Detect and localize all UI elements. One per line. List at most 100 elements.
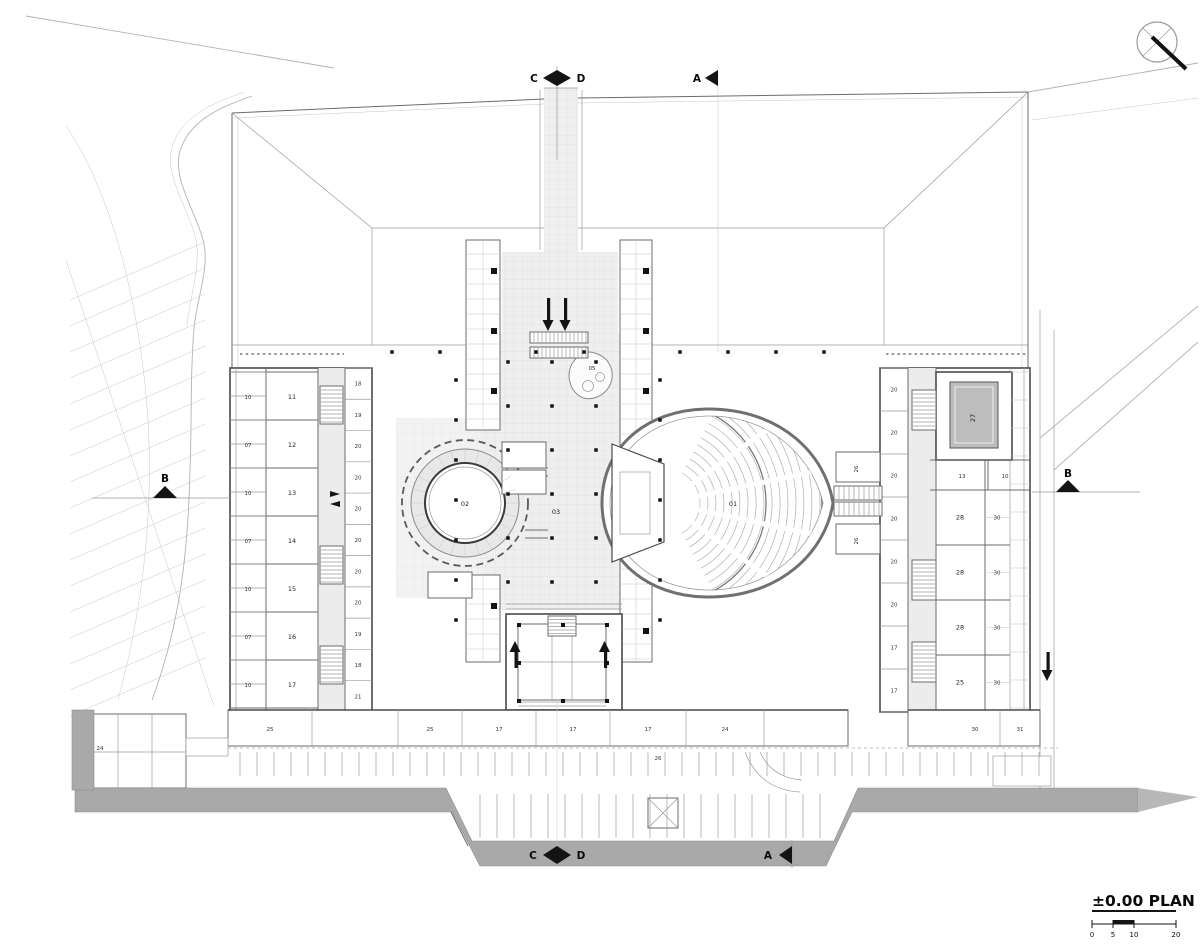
entry-arrow-down-icon xyxy=(559,298,571,331)
column-dot xyxy=(506,536,510,540)
section-label-d-bottom: D xyxy=(577,850,586,862)
room-label: 15 xyxy=(288,585,296,593)
stair xyxy=(319,645,344,685)
hall-spoke xyxy=(427,531,437,541)
circular-hall: 02 xyxy=(401,439,548,599)
room-label: 30 xyxy=(994,681,1001,687)
terrain-hatch-line xyxy=(69,527,206,587)
auditorium-inner-wall xyxy=(609,415,824,591)
room-label: 07 xyxy=(245,635,252,641)
column-dot xyxy=(678,350,682,354)
hall-spoke xyxy=(413,489,426,493)
connector-room xyxy=(835,523,881,555)
site-road-line xyxy=(25,15,335,69)
column-dot xyxy=(550,448,554,452)
seat-row-arc xyxy=(734,415,813,591)
scale-label: 5 xyxy=(1111,931,1115,939)
hall-spoke xyxy=(504,489,517,493)
room-label: 30 xyxy=(994,516,1001,522)
terrain-boundary xyxy=(65,259,215,707)
room-label: 19 xyxy=(355,413,362,419)
tower-shaft xyxy=(491,388,497,394)
hall-spoke xyxy=(413,513,426,517)
column-dot xyxy=(550,360,554,364)
road xyxy=(71,709,1198,867)
hall-spoke xyxy=(438,538,445,550)
circular-hall-inner xyxy=(424,462,506,544)
column-dot xyxy=(550,536,554,540)
seat-row-arc xyxy=(708,423,757,583)
column-dot xyxy=(506,448,510,452)
room-label: 20 xyxy=(891,517,898,523)
seat-row-arc xyxy=(711,416,765,590)
stage-connector: 26 26 xyxy=(833,451,883,555)
column-dot xyxy=(594,404,598,408)
pavilion-column xyxy=(605,699,609,703)
terrain-hatch-line xyxy=(69,449,206,509)
service-room xyxy=(427,571,473,599)
seat-row-arc xyxy=(726,415,797,591)
terrain-hatch-line xyxy=(69,631,206,691)
column-dot xyxy=(658,458,662,462)
room-label: 25 xyxy=(956,679,964,687)
seat-row-arc xyxy=(689,458,717,548)
seat-row-arc xyxy=(730,415,805,591)
circular-hall-colonnade xyxy=(401,439,529,567)
section-marker-triangle xyxy=(543,70,557,86)
tower-shaft xyxy=(491,268,497,274)
column-dot xyxy=(454,418,458,422)
room-label: 17 xyxy=(570,727,577,733)
room-label: 20 xyxy=(891,560,898,566)
seating-aisle xyxy=(694,467,823,500)
scale-label: 20 xyxy=(1172,931,1181,939)
room-label: 10 xyxy=(245,395,252,401)
auditorium: 01 xyxy=(600,407,835,599)
column-dot xyxy=(550,580,554,584)
rehearsal-hall-floor xyxy=(949,381,999,449)
column-dot xyxy=(658,618,662,622)
column-dot xyxy=(534,350,538,354)
hall-spoke xyxy=(475,451,479,464)
column-dot xyxy=(550,492,554,496)
column-dot xyxy=(582,350,586,354)
terrain-hatch-line xyxy=(69,423,206,483)
column-dot xyxy=(454,538,458,542)
room-label: 28 xyxy=(956,514,964,522)
room-label-parking: 26 xyxy=(655,756,662,762)
site-context xyxy=(25,15,1199,788)
column-dot xyxy=(454,498,458,502)
reception-detail xyxy=(582,380,594,392)
ramp-curve xyxy=(759,751,803,781)
hall-spoke xyxy=(504,513,517,517)
column-dot xyxy=(594,360,598,364)
hall-spoke xyxy=(493,531,503,541)
column-dot xyxy=(594,492,598,496)
title-underline xyxy=(1092,910,1176,912)
auditorium-outer-wall xyxy=(600,407,835,599)
room-label: 07 xyxy=(245,539,252,545)
column-dot xyxy=(506,492,510,496)
lobby: 05 03 xyxy=(390,298,826,628)
hall-spoke xyxy=(418,523,430,530)
room-label: 17 xyxy=(891,689,898,695)
service-room xyxy=(501,441,547,469)
room-label: 30 xyxy=(994,571,1001,577)
terrain-hatch-line xyxy=(69,605,206,665)
tower-shaft xyxy=(643,628,649,634)
room-label: 20 xyxy=(891,603,898,609)
room-label-circular-hall: 02 xyxy=(461,500,469,508)
terrain-hatch-line xyxy=(69,241,206,301)
terrain-hatch-line xyxy=(69,579,206,639)
room-label: 18 xyxy=(355,382,362,388)
column-dot xyxy=(726,350,730,354)
section-label-d-top: D xyxy=(577,73,586,85)
north-wall-inner xyxy=(577,96,1029,104)
pavilion-column xyxy=(517,661,521,665)
north-wall-inner xyxy=(231,103,545,119)
reception-desk xyxy=(568,351,613,400)
column-dot xyxy=(438,350,442,354)
pavilion-column xyxy=(605,661,609,665)
